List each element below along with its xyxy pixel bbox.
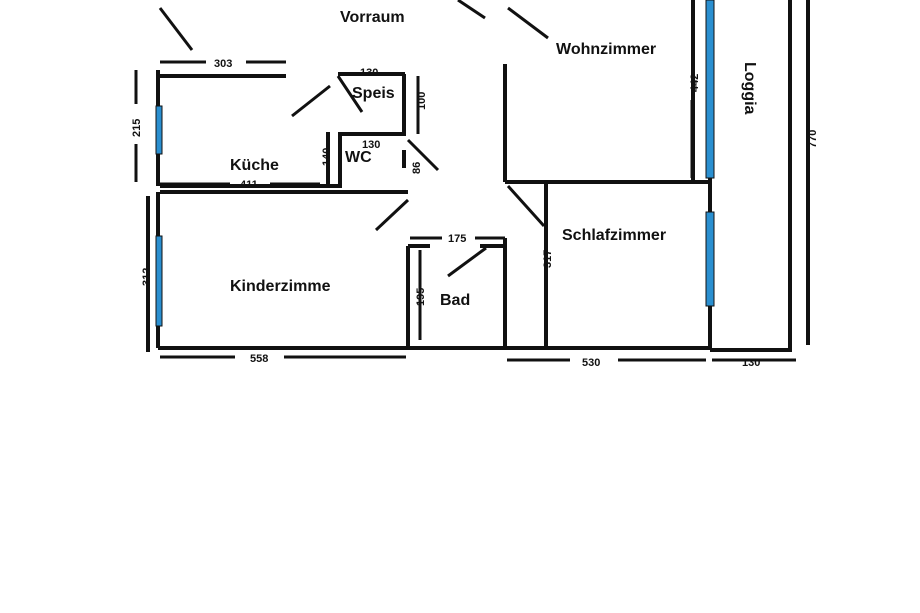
- door-wc: [406, 138, 440, 172]
- walls: [146, 0, 810, 352]
- dim-label-kueche-height: 215: [131, 119, 143, 137]
- window-kinderzimmer: [155, 235, 163, 327]
- dim-label-bottom-right: 130: [742, 357, 760, 369]
- dim-label-wc-width: 130: [362, 139, 380, 151]
- room-label-wc: WC: [345, 149, 372, 166]
- dim-label-bad-width: 175: [448, 233, 466, 245]
- window-kueche: [155, 105, 163, 155]
- dim-label-bottom-left: 558: [250, 353, 268, 365]
- dim-label-kinderzimmer-height: 312: [141, 268, 153, 286]
- window-wohnzimmer: [705, 0, 715, 179]
- windows: [155, 0, 715, 327]
- room-labels: Vorraum Wohnzimmer Loggia Speis Küche WC…: [230, 9, 758, 309]
- room-label-vorraum: Vorraum: [340, 9, 405, 26]
- dim-label-total-height: 770: [807, 130, 819, 148]
- door-vorraum: [457, 0, 486, 20]
- dim-label-bottom-middle: 530: [582, 357, 600, 369]
- room-label-wohnzimmer: Wohnzimmer: [556, 41, 656, 58]
- dim-label-kueche-width: 303: [214, 58, 232, 70]
- dim-label-bad-height: 195: [415, 288, 427, 306]
- dim-label-wc-side: 86: [411, 162, 423, 174]
- room-label-speis: Speis: [352, 85, 395, 102]
- dim-label-speis-width: 130: [360, 67, 378, 79]
- door-schlafzimmer: [506, 184, 546, 228]
- dimension-labels: 303 130 100 130 140 86 215 411 175 195 3…: [131, 58, 819, 369]
- door-wohnzimmer: [507, 6, 549, 40]
- door-kueche: [291, 84, 331, 118]
- dim-label-kueche-bottom: 411: [240, 179, 258, 191]
- door-speis: [336, 75, 364, 113]
- door-bad: [447, 246, 487, 278]
- dim-label-schlafzimmer-height: 317: [542, 250, 554, 268]
- window-schlafzimmer: [705, 211, 715, 307]
- door-top-left: [158, 7, 194, 51]
- dimension-lines: [134, 60, 796, 362]
- dim-label-wc-height: 140: [321, 148, 333, 166]
- door-kinderzimmer: [374, 198, 410, 232]
- room-label-kinderzimmer: Kinderzimme: [230, 278, 331, 295]
- room-label-kueche: Küche: [230, 157, 279, 174]
- room-label-bad: Bad: [440, 292, 470, 309]
- dim-label-wohnzimmer-height: 442: [689, 74, 701, 92]
- room-label-schlafzimmer: Schlafzimmer: [562, 227, 666, 244]
- room-label-loggia: Loggia: [741, 62, 758, 115]
- dim-label-speis-height: 100: [416, 92, 428, 110]
- doors: [158, 0, 549, 278]
